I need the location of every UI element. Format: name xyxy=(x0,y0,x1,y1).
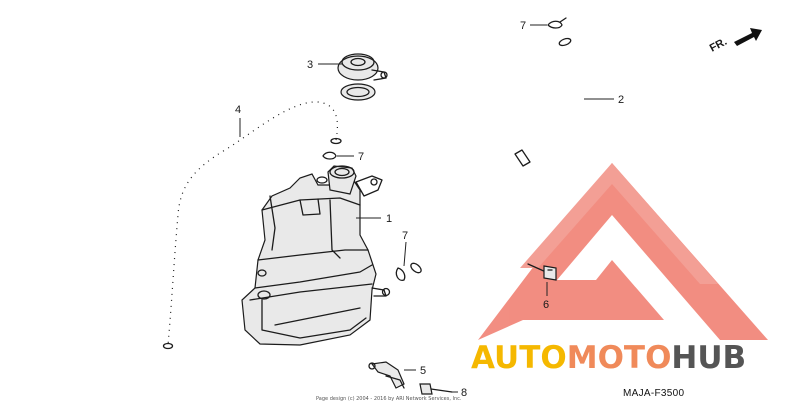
watermark-moto: MOTO xyxy=(567,340,672,376)
callout-2: 2 xyxy=(618,94,624,106)
callout-7-top: 7 xyxy=(520,20,526,32)
watermark-logo xyxy=(478,163,768,340)
hose-clamp-5 xyxy=(368,361,405,389)
diagram-code: MAJA-F3500 xyxy=(623,388,684,399)
front-direction-indicator: FR. xyxy=(708,28,762,55)
direction-arrow-icon xyxy=(734,28,762,46)
callout-3: 3 xyxy=(307,59,313,71)
callout-1: 1 xyxy=(386,213,392,225)
overflow-hose xyxy=(410,37,586,274)
copyright-text: Page design (c) 2004 - 2016 by ARI Netwo… xyxy=(316,396,462,402)
flange-bolt-8 xyxy=(419,383,453,395)
watermark-auto: AUTO xyxy=(471,340,567,376)
watermark-hub: HUB xyxy=(671,340,746,376)
hose-clip-side xyxy=(395,267,406,281)
siphon-hose xyxy=(162,98,342,350)
callout-5: 5 xyxy=(420,365,426,377)
callout-6: 6 xyxy=(543,299,549,311)
front-direction-label: FR. xyxy=(708,36,729,55)
callout-7-side: 7 xyxy=(402,230,408,242)
svg-text:AUTOMOTOHUB: AUTOMOTOHUB xyxy=(471,340,746,376)
tank-cap xyxy=(337,53,388,101)
flange-bolt-6 xyxy=(527,263,557,281)
reserve-tank xyxy=(241,165,391,346)
watermark-text: AUTOMOTOHUB xyxy=(471,340,746,376)
callout-7-middle: 7 xyxy=(358,151,364,163)
callout-8: 8 xyxy=(461,387,467,399)
hose-clip-middle xyxy=(322,151,337,160)
callout-4: 4 xyxy=(235,104,241,116)
hose-clip-top xyxy=(547,17,567,29)
